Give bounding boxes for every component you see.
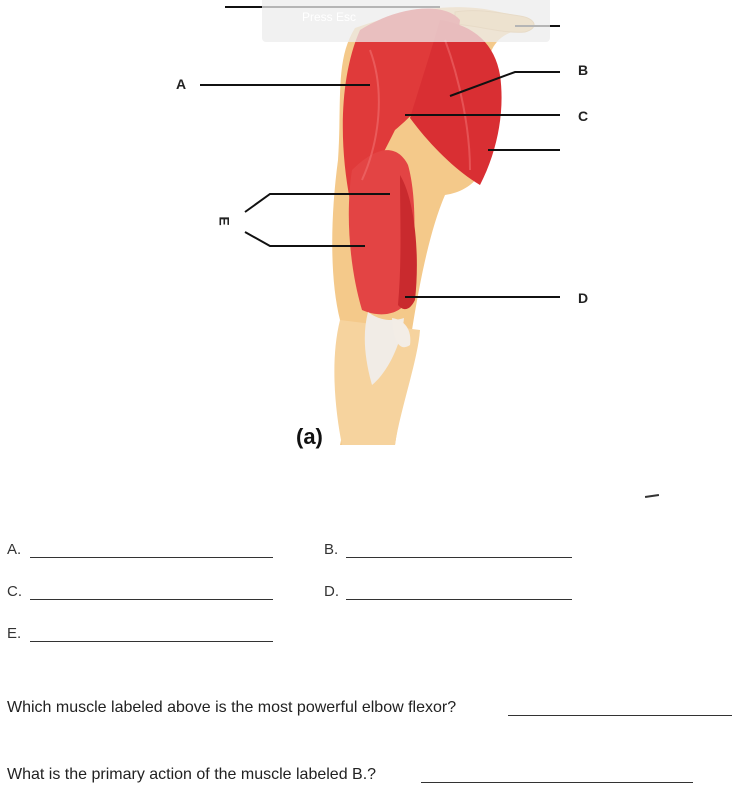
answer-label-d: D. [324, 583, 339, 600]
answer-blank-a[interactable] [30, 557, 273, 558]
stray-mark [645, 494, 659, 498]
label-c: C [578, 108, 588, 124]
question-2: What is the primary action of the muscle… [7, 766, 376, 784]
answer-label-e: E. [7, 625, 21, 642]
answer-blank-d[interactable] [346, 599, 572, 600]
question-1-blank[interactable] [508, 715, 732, 716]
arm-muscle-diagram: Press Esc A B C D E (a) [0, 0, 753, 470]
label-b: B [578, 62, 588, 78]
label-d: D [578, 290, 588, 306]
figure-caption: (a) [296, 424, 323, 450]
answer-label-b: B. [324, 541, 338, 558]
answer-blank-c[interactable] [30, 599, 273, 600]
answer-blank-e[interactable] [30, 641, 273, 642]
answer-blank-b[interactable] [346, 557, 572, 558]
arm-illustration [0, 0, 753, 470]
overlay-hint: Press Esc [302, 10, 356, 24]
answer-label-c: C. [7, 583, 22, 600]
question-2-blank[interactable] [421, 782, 693, 783]
label-e: E [217, 216, 233, 225]
answer-label-a: A. [7, 541, 21, 558]
label-a: A [176, 76, 186, 92]
question-1: Which muscle labeled above is the most p… [7, 699, 456, 717]
